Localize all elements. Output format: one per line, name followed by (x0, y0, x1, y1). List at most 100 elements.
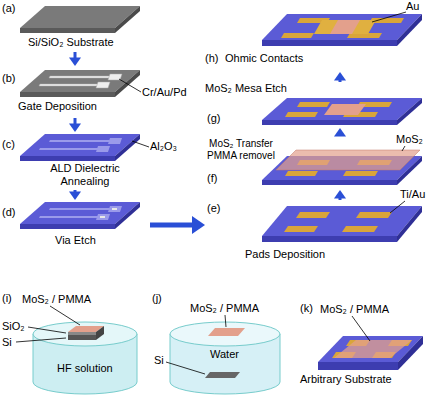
part-label: Ti/Au (400, 188, 425, 201)
arrow-head (334, 128, 346, 137)
dielectric-front (262, 236, 397, 242)
step-panel: (b) Gate Deposition (0, 66, 150, 118)
buried-gate (96, 146, 110, 152)
step-panel: (e) Pads Deposition (205, 200, 435, 268)
step-panel: (a)Si/SiO₂ Substrate (0, 0, 150, 52)
step-title: Gate Deposition (18, 100, 97, 113)
step-letter: (j) (152, 292, 162, 305)
step-letter: (e) (207, 202, 220, 215)
mos2-mesa (324, 104, 366, 115)
metal-pad (343, 171, 378, 176)
buried-gate (108, 206, 122, 212)
flow-arrow (334, 72, 346, 82)
leader-line (132, 141, 149, 147)
metal-pad (284, 226, 318, 232)
step-title: Ohmic Contacts (225, 52, 303, 65)
part-label: Water (210, 348, 239, 361)
part-label: Arbitrary Substrate (300, 373, 370, 386)
dielectric-top (262, 14, 422, 40)
part-label: MoS₂ / PMMA (22, 293, 91, 306)
part-label: SiO₂ (2, 320, 25, 333)
part-label: Au (406, 0, 419, 13)
flow-arrow (334, 128, 346, 137)
leader-line (225, 315, 226, 327)
leader-line (119, 79, 141, 92)
substrate-front (20, 92, 115, 97)
hf-surface (33, 322, 137, 346)
part-label: MoS₂ / PMMA (320, 303, 389, 316)
leader-line (390, 201, 405, 213)
dielectric-top (262, 206, 422, 236)
arrow-head (69, 123, 81, 132)
step-letter: (i) (2, 292, 12, 305)
leader-line (372, 12, 406, 22)
metal-pad (281, 33, 314, 38)
step-letter: (b) (2, 72, 15, 85)
dielectric-front (262, 40, 397, 46)
sio2-layer (68, 332, 96, 335)
buried-gate (49, 208, 110, 210)
step-title: Via Etch (55, 234, 96, 247)
step-panel: (k) (298, 300, 435, 403)
mos2-sheet (276, 150, 420, 170)
step-title: ALD Dielectric Annealing (40, 162, 130, 188)
buried-gate (39, 148, 100, 150)
chip-side (96, 326, 104, 340)
via-hole (100, 216, 105, 218)
mos2-pmma (208, 328, 245, 336)
mos2-pmma (334, 340, 412, 358)
leader-line (166, 362, 205, 374)
buried-gate (108, 138, 122, 144)
gate-strip (39, 84, 100, 86)
dielectric-side (397, 206, 422, 242)
flow-arrow (69, 190, 81, 200)
si-layer (68, 335, 96, 340)
water-surface (170, 322, 280, 346)
dielectric-front (20, 224, 115, 229)
leader-line (28, 327, 66, 333)
step-title: Pads Deposition (245, 248, 325, 261)
step-letter: (h) (205, 52, 218, 65)
metal-pad (285, 171, 318, 176)
dielectric-side (397, 98, 422, 125)
metal-pad (296, 212, 330, 218)
step-title: MoS₂ Transfer PMMA removel (205, 138, 277, 162)
arrow-head (192, 216, 205, 234)
arrow-head (334, 190, 346, 199)
leader-line (16, 338, 66, 342)
arrow-head (69, 57, 81, 66)
gate-pad (96, 82, 110, 88)
gate-strip (49, 76, 110, 78)
step-panel: (h) Ohmic Contacts (205, 0, 435, 72)
arrow-head (69, 191, 81, 200)
dielectric-front (20, 156, 115, 161)
buried-gate (39, 216, 100, 218)
via-hole (112, 208, 117, 210)
metal-pad (297, 102, 330, 107)
si-piece (205, 372, 240, 378)
step-panel: (i) (0, 290, 145, 403)
flow-arrow (334, 190, 346, 200)
buried-gate (96, 214, 110, 220)
metal-pad (342, 226, 378, 232)
metal-pad (285, 112, 318, 117)
part-label: Al₂O₃ (150, 140, 177, 153)
step-title: Si/SiO₂ Substrate (28, 36, 114, 49)
flow-arrow (150, 216, 205, 234)
step-letter: (g) (207, 112, 220, 125)
substrate-side (115, 6, 140, 33)
part-label: Cr/Au/Pd (142, 86, 187, 99)
leader-line (352, 316, 370, 341)
metal-pad (356, 212, 392, 218)
step-letter: (k) (300, 302, 313, 315)
dielectric-front (262, 180, 397, 185)
leader-line (50, 306, 80, 325)
substrate-front (318, 362, 398, 370)
step-letter: (f) (207, 172, 217, 185)
ohmic-contact (314, 20, 338, 34)
part-label: MoS₂ (396, 133, 423, 146)
arrow-head (334, 72, 346, 81)
step-panel: (g)MoS₂ Mesa Etch (205, 82, 435, 128)
part-label: Si (2, 336, 12, 349)
